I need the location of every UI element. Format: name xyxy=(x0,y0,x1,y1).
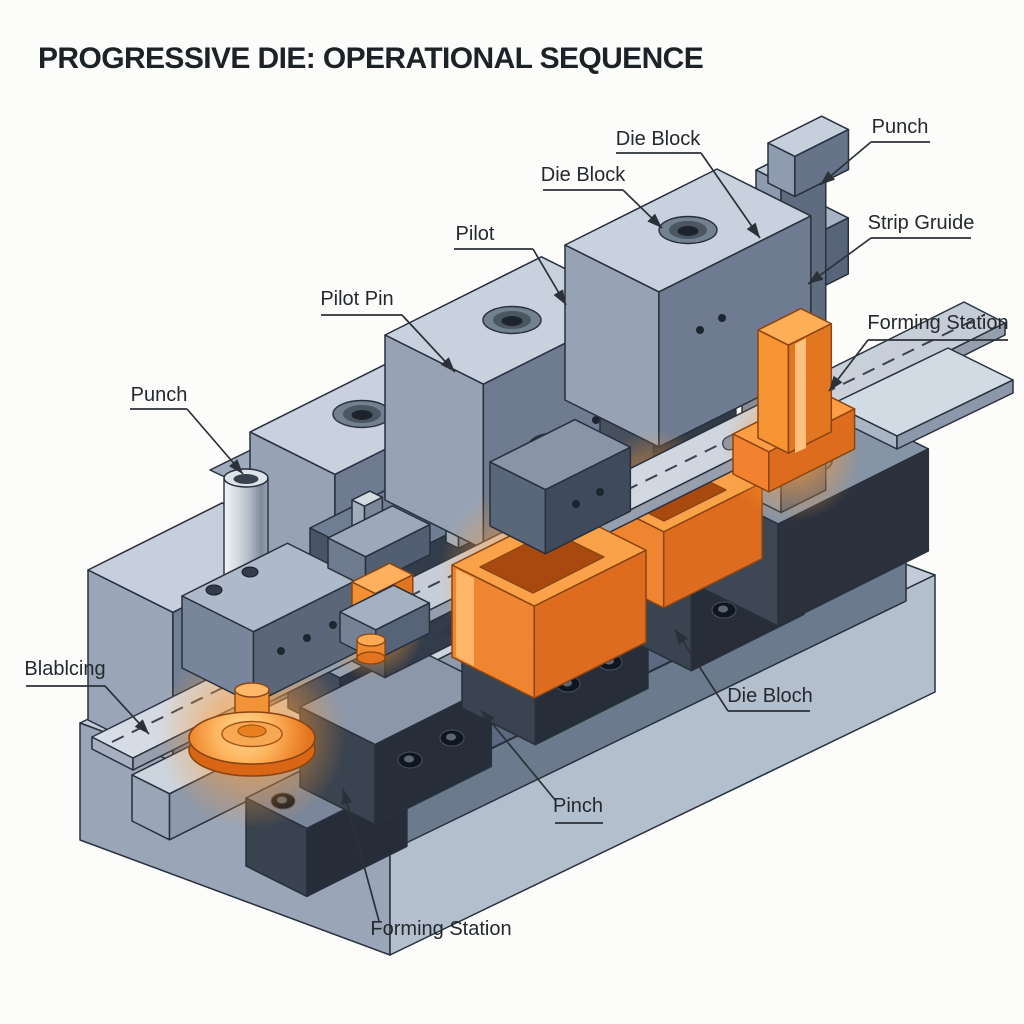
label-pilot: Pilot xyxy=(455,222,495,245)
label-pinch: Pinch xyxy=(552,794,604,817)
label-die-block-top: Die Block xyxy=(615,127,701,150)
label-die-block-mid: Die Block xyxy=(540,163,626,186)
label-die-bloch: Die Bloch xyxy=(727,684,813,707)
callout-leaders xyxy=(26,141,1008,922)
label-blanking: Blablcing xyxy=(24,657,106,680)
machine-scene xyxy=(79,115,1014,956)
label-punch-left: Punch xyxy=(130,383,188,406)
diagram-title: PROGRESSIVE DIE: OPERATIONAL SEQUENCE xyxy=(38,42,704,75)
label-forming-station-right: Forming Station xyxy=(867,311,1009,334)
label-punch-top: Punch xyxy=(871,115,929,138)
label-pilot-pin: Pilot Pin xyxy=(320,287,394,310)
label-forming-station-bottom: Forming Station xyxy=(370,917,512,940)
label-strip-guide: Strip Gruide xyxy=(867,211,975,234)
